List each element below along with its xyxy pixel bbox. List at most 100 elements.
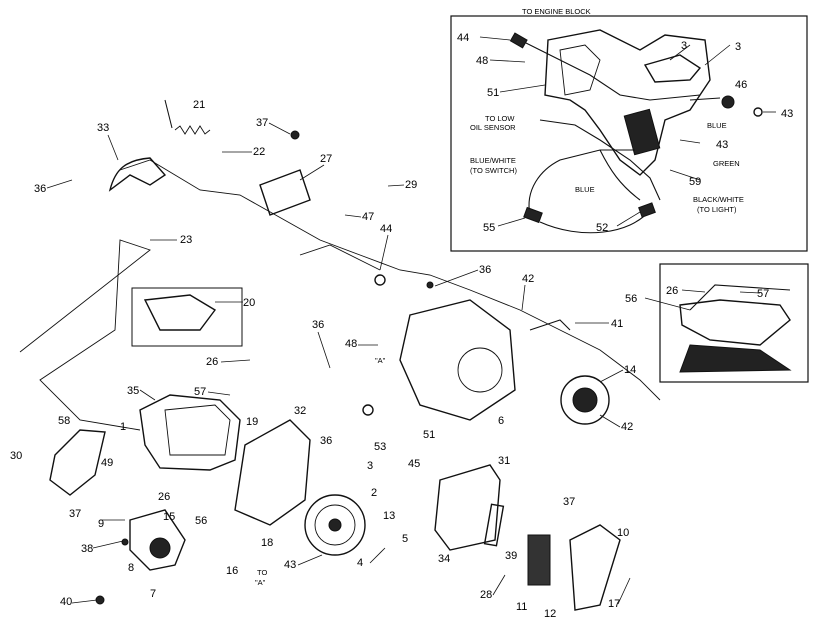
main-callouts: 21 33 37 22 27 36 29 47 23 44 36 42 20 4… <box>10 99 636 620</box>
callout-57: 57 <box>194 386 206 398</box>
shroud-inner <box>559 44 601 96</box>
black-white-line1: BLACK/WHITE <box>693 195 744 204</box>
wiring-inset-frame <box>450 15 808 252</box>
nut-53 <box>362 404 374 416</box>
wire-blue-white <box>528 149 635 216</box>
recoil-14-hub <box>572 387 598 413</box>
flywheel-2-inner <box>314 504 356 546</box>
link-33 <box>108 157 167 192</box>
callout-7: 7 <box>150 588 156 600</box>
callout-42-a: 42 <box>522 273 534 285</box>
callout-44: 44 <box>380 223 392 235</box>
screw-38 <box>121 538 129 546</box>
blue-white-line1: BLUE/WHITE <box>470 156 516 165</box>
callout-56: 56 <box>195 515 207 527</box>
blue-label-1: BLUE <box>707 121 727 130</box>
main-leaders <box>46 122 631 605</box>
detail-rod <box>689 284 791 311</box>
flywheel-2 <box>304 494 366 556</box>
black-white-line2: (TO LIGHT) <box>697 205 737 214</box>
muffler-31 <box>434 464 501 551</box>
governor-20 <box>143 294 217 331</box>
boundary-top <box>119 159 661 401</box>
callout-32: 32 <box>294 405 306 417</box>
label-a-center: "A" <box>375 356 386 365</box>
to-engine-block-label: TO ENGINE BLOCK <box>522 7 591 16</box>
callout-43: 43 <box>284 559 296 571</box>
detail-bracket <box>679 299 791 346</box>
callout-26-b: 26 <box>158 491 170 503</box>
wire-green <box>689 97 721 101</box>
callout-2: 2 <box>371 487 377 499</box>
green-label: GREEN <box>713 159 740 168</box>
callout-57-detail: 57 <box>757 288 769 300</box>
callout-9: 9 <box>98 518 104 530</box>
callout-12: 12 <box>544 608 556 620</box>
recoil-14 <box>560 375 610 425</box>
connector-55 <box>523 206 543 224</box>
callout-29: 29 <box>405 179 417 191</box>
callout-1: 1 <box>120 421 126 433</box>
to-low-oil-line2: OIL SENSOR <box>470 123 516 132</box>
callout-26-detail: 26 <box>666 285 678 297</box>
callout-53: 53 <box>374 441 386 453</box>
callout-52-inset: 52 <box>596 222 608 234</box>
callout-37-c: 37 <box>69 508 81 520</box>
callout-15: 15 <box>163 511 175 523</box>
wire-44 <box>519 39 701 101</box>
callout-4: 4 <box>357 557 363 569</box>
label-to: TO <box>257 568 267 577</box>
engine-1-fins <box>164 404 231 456</box>
carburetor <box>129 509 186 571</box>
callout-44-inset: 44 <box>457 32 469 44</box>
callout-14: 14 <box>624 364 636 376</box>
connector-52 <box>638 202 656 218</box>
callout-34: 34 <box>438 553 450 565</box>
bracket-27 <box>259 169 311 216</box>
filter-12 <box>527 534 551 586</box>
label-to-a: "A" <box>255 578 266 587</box>
to-low-oil-line1: TO LOW <box>485 114 515 123</box>
callout-3a-inset: 3 <box>681 40 687 52</box>
callout-42-b: 42 <box>621 421 633 433</box>
boundary-mid <box>299 244 381 271</box>
callout-20: 20 <box>243 297 255 309</box>
callout-35: 35 <box>127 385 139 397</box>
callout-11: 11 <box>516 601 527 613</box>
blue-label-2: BLUE <box>575 185 595 194</box>
callout-16: 16 <box>226 565 238 577</box>
callout-47: 47 <box>362 211 374 223</box>
callout-39: 39 <box>505 550 517 562</box>
callout-36-c: 36 <box>312 319 324 331</box>
blue-white-line2: (TO SWITCH) <box>470 166 517 175</box>
callout-17: 17 <box>608 598 620 610</box>
callout-6: 6 <box>498 415 504 427</box>
connector-44 <box>374 274 386 286</box>
callout-22: 22 <box>253 146 265 158</box>
callout-36-d: 36 <box>320 435 332 447</box>
parts-main <box>49 99 621 611</box>
callout-26-a: 26 <box>206 356 218 368</box>
callout-46-inset: 46 <box>735 79 747 91</box>
cover-10 <box>569 524 621 611</box>
box-20 <box>131 287 243 347</box>
callout-18: 18 <box>261 537 273 549</box>
callout-23: 23 <box>180 234 192 246</box>
callout-48: 48 <box>345 338 357 350</box>
callout-38: 38 <box>81 543 93 555</box>
wire-blue <box>599 149 641 201</box>
callout-45: 45 <box>408 458 420 470</box>
detail-inset-frame <box>659 263 809 383</box>
callout-40: 40 <box>60 596 72 608</box>
boundary-left <box>19 239 151 431</box>
flywheel-2-hub <box>328 518 342 532</box>
detail-inset: 56 26 57 <box>625 263 809 383</box>
callout-55-inset: 55 <box>483 222 495 234</box>
callout-19: 19 <box>246 416 258 428</box>
engine-1 <box>139 394 241 471</box>
callout-36-b: 36 <box>479 264 491 276</box>
bolt-37a <box>290 130 300 140</box>
connector-block <box>643 54 702 83</box>
connector-44 <box>509 32 528 49</box>
assembly-boundary <box>19 159 661 431</box>
